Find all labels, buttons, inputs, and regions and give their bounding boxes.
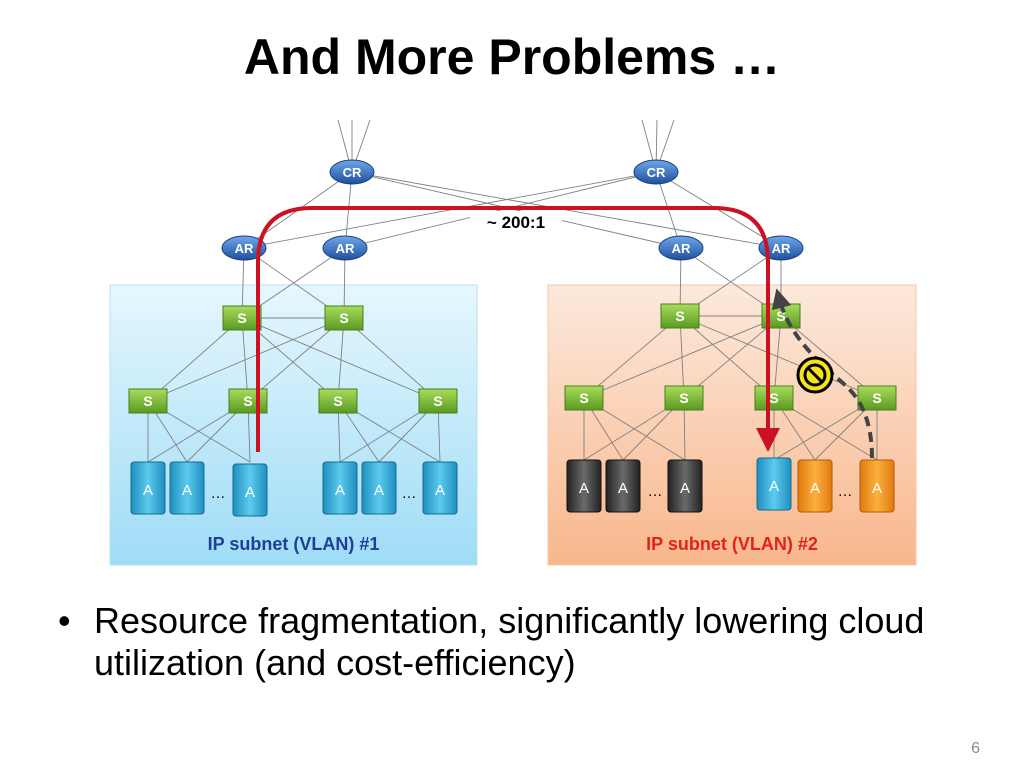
svg-text:CR: CR [343, 165, 362, 180]
svg-text:S: S [243, 393, 252, 409]
svg-text:AR: AR [235, 241, 254, 256]
server-10: A [756, 457, 792, 511]
migration-path-arrow [256, 206, 780, 452]
svg-text:AR: AR [772, 241, 791, 256]
access-router-3: AR [658, 235, 704, 261]
server-5: A [361, 461, 397, 515]
ratio-label-bg [470, 211, 562, 233]
svg-text:A: A [579, 480, 589, 497]
server-1: A [130, 461, 166, 515]
svg-text:A: A [680, 480, 690, 497]
subnet-2-panel [547, 284, 917, 566]
access-router-1: AR [221, 235, 267, 261]
svg-text:S: S [679, 390, 688, 406]
svg-text:S: S [339, 310, 348, 326]
svg-text:AR: AR [336, 241, 355, 256]
blocked-path-arrow [771, 288, 874, 459]
svg-text:A: A [769, 478, 779, 495]
bullet-item: • Resource fragmentation, significantly … [58, 600, 978, 684]
network-topology-diagram: CR CR AR AR AR AR S S S S S [109, 119, 917, 566]
svg-text:S: S [769, 390, 778, 406]
svg-text:AR: AR [672, 241, 691, 256]
server-ellipsis-4: … [838, 483, 853, 500]
core-router-left: CR [329, 159, 375, 185]
svg-text:S: S [237, 310, 246, 326]
tor-switch-5: S [564, 385, 604, 411]
svg-text:CR: CR [647, 165, 666, 180]
tor-switch-2: S [228, 388, 268, 414]
svg-text:A: A [872, 480, 882, 497]
bullet-dot-icon: • [58, 600, 71, 641]
server-ellipsis-1: … [211, 485, 226, 502]
server-ellipsis-3: … [648, 483, 663, 500]
tor-switch-8: S [857, 385, 897, 411]
svg-text:A: A [335, 482, 345, 499]
server-9: A [667, 459, 703, 513]
core-router-right: CR [633, 159, 679, 185]
server-7: A [566, 459, 602, 513]
svg-text:A: A [810, 480, 820, 497]
access-router-4: AR [758, 235, 804, 261]
svg-text:A: A [143, 482, 153, 499]
server-ellipsis-2: … [402, 485, 417, 502]
agg-switch-3: S [660, 303, 700, 329]
svg-text:S: S [776, 308, 785, 324]
oversubscription-ratio-label: ~ 200:1 [487, 213, 545, 232]
svg-text:A: A [182, 482, 192, 499]
svg-text:S: S [143, 393, 152, 409]
server-8: A [605, 459, 641, 513]
slide-title: And More Problems … [243, 29, 781, 85]
svg-text:A: A [435, 482, 445, 499]
server-2: A [169, 461, 205, 515]
tor-switch-1: S [128, 388, 168, 414]
server-3: A [232, 463, 268, 517]
tor-switch-3: S [318, 388, 358, 414]
svg-text:A: A [245, 484, 255, 501]
bullet-list: • Resource fragmentation, significantly … [58, 600, 978, 684]
svg-text:S: S [675, 308, 684, 324]
subnet-1-panel [109, 284, 478, 566]
svg-text:A: A [374, 482, 384, 499]
tor-switch-4: S [418, 388, 458, 414]
tor-switch-6: S [664, 385, 704, 411]
page-number: 6 [971, 740, 980, 757]
subnet-2-label: IP subnet (VLAN) #2 [646, 534, 818, 554]
agg-switch-2: S [324, 305, 364, 331]
access-router-2: AR [322, 235, 368, 261]
svg-text:S: S [433, 393, 442, 409]
svg-text:S: S [579, 390, 588, 406]
svg-text:S: S [333, 393, 342, 409]
server-4: A [322, 461, 358, 515]
bullet-text: Resource fragmentation, significantly lo… [94, 600, 925, 684]
server-12: A [859, 459, 895, 513]
svg-text:A: A [618, 480, 628, 497]
agg-switch-1: S [222, 305, 262, 331]
subnet-1-label: IP subnet (VLAN) #1 [207, 534, 380, 554]
tor-switch-7: S [754, 385, 794, 411]
prohibited-icon [796, 356, 834, 394]
server-6: A [422, 461, 458, 515]
svg-text:S: S [872, 390, 881, 406]
server-11: A [797, 459, 833, 513]
